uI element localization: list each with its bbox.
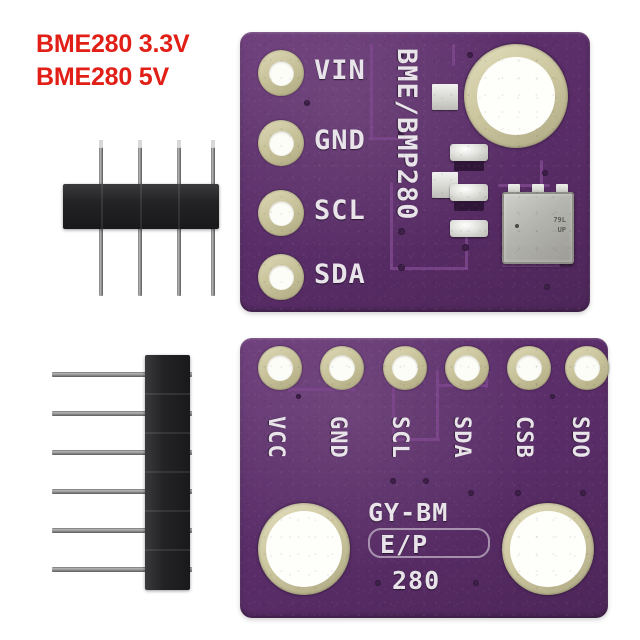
pcb-trace [485,370,488,388]
top-pcb-board: VIN GND SCL SDA BME/BMP280 79L UP [240,32,590,312]
header-pin-tip [211,140,215,148]
header-body [145,355,190,590]
pcb-via [375,580,381,586]
pcb-trace [392,438,440,441]
silkscreen-outline [368,528,490,558]
header-pin [52,489,192,494]
header-body-notch [145,471,190,473]
sensor-marking-line-2: UP [557,226,566,234]
smd-pad [454,201,484,211]
sensor-lead [508,184,520,194]
pcb-via [398,228,405,235]
pcb-via [462,244,469,251]
smd-solder-joint [450,184,488,201]
pin-label-vcc: VCC [263,416,288,459]
pin-pad-sda [445,346,489,390]
pcb-trace [436,370,439,440]
header-body-notch [145,549,190,551]
title-line-2: BME280 5V [36,63,169,91]
header-body-notch [178,184,180,229]
smd-solder-joint [450,144,488,161]
header-pin-tip [99,140,103,148]
pcb-trace [390,267,468,270]
header-body-notch [145,510,190,512]
pcb-via [390,478,396,484]
smd-solder-joint [450,220,488,237]
sensor-lead [556,184,568,194]
pcb-trace [368,137,416,140]
pcb-trace [502,264,560,267]
silkscreen-part-number: BME/BMP280 [391,48,422,221]
header-pin-tip [138,140,142,148]
pin-pad-csb [507,346,551,390]
header-pin [52,450,192,455]
mounting-hole [464,44,568,148]
header-body [63,184,219,229]
silkscreen-line-3: 280 [392,566,441,595]
pin-pad-gnd [320,346,364,390]
header-pin [52,372,192,377]
pin-label-scl: SCL [314,195,366,226]
pin-label-scl: SCL [387,416,412,459]
pcb-via [542,170,548,176]
smd-component [432,84,458,110]
sensor-marking-line-1: 79L [553,216,566,224]
pin-pad-sda [258,254,304,300]
pcb-via [468,490,474,496]
pcb-via [398,130,404,136]
header-pin [52,567,192,572]
pcb-via [467,52,473,58]
mounting-hole [502,503,594,595]
silkscreen-line-2: E/P [380,530,429,559]
title-line-1: BME280 3.3V [36,30,190,58]
pcb-trace [370,44,373,139]
pin-pad-vin [258,50,304,96]
pcb-trace [540,160,543,190]
pin-pad-sdo [565,346,609,390]
pcb-trace [452,44,455,66]
pin-label-gnd: GND [314,125,366,156]
pin-label-vin: VIN [314,55,366,86]
pcb-trace [498,184,550,187]
pin-pad-scl [258,190,304,236]
header-pin-tip [177,140,181,148]
pcb-trace [288,388,354,391]
pin-label-sdo: SDO [567,416,592,459]
mounting-hole [258,503,350,595]
pcb-via [580,490,586,496]
sensor-lead [532,184,544,194]
header-body-notch [145,432,190,434]
pcb-trace [392,370,395,440]
pcb-via [398,52,404,58]
pcb-via [515,490,521,496]
smd-pad [454,161,484,171]
product-title: BME280 3.3V BME280 5V [36,28,266,94]
pin-label-sda: SDA [314,259,366,290]
bottom-pcb-board: VCC GND SCL SDA CSB SDO GY-BM E/P 280 [240,338,609,618]
silkscreen-line-1: GY-BM [368,498,449,527]
pin-label-gnd: GND [325,416,350,459]
pcb-via [423,478,429,484]
pcb-via [550,394,555,399]
pcb-via [398,264,405,271]
pin-label-csb: CSB [511,416,536,459]
pin-pad-gnd [258,120,304,166]
pin-pad-scl [383,346,427,390]
header-pin [52,411,192,416]
pin-label-sda: SDA [449,416,474,459]
header-body-notch [145,393,190,395]
pin-pad-vcc [258,346,302,390]
pcb-via [544,284,550,290]
header-body-notch [101,184,103,229]
pcb-via [304,100,310,106]
pcb-trace [390,182,393,270]
pcb-via [296,394,301,399]
header-pin [52,528,192,533]
pcb-via [473,580,479,586]
sensor-pin1-dot [515,224,519,228]
header-body-notch [140,184,142,229]
